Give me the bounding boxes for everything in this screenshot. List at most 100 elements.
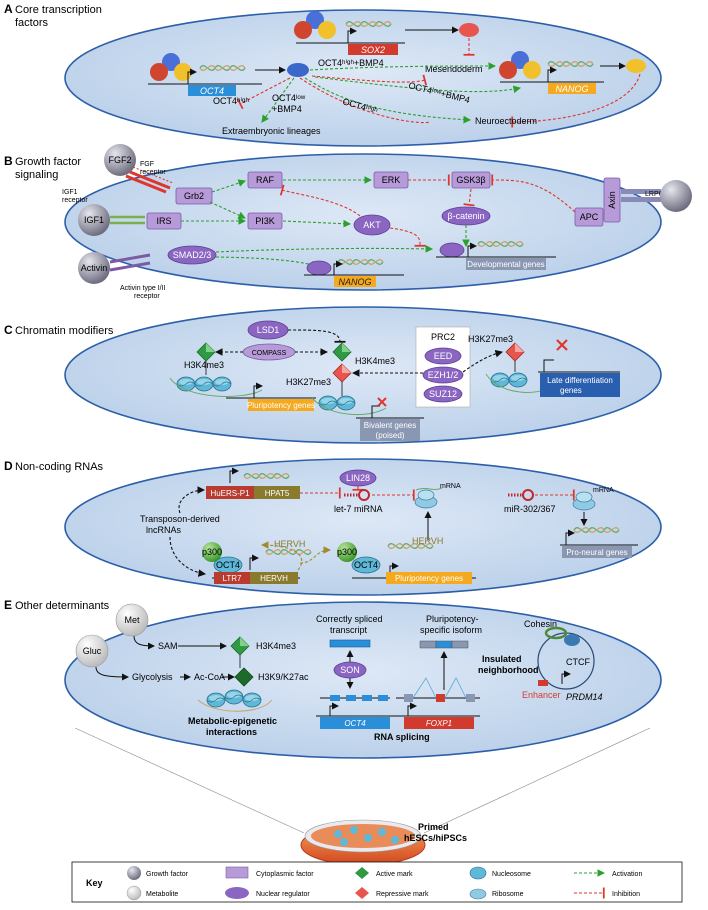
oct4-high-bmp4: OCT4ʰⁱᵍʰ+BMP4 <box>318 58 384 68</box>
cohesin-ring <box>544 626 568 640</box>
sox2-label: SOX2 <box>361 45 385 55</box>
section-a-title-2: factors <box>15 17 49 29</box>
fgf-receptor-label-1: FGF <box>140 161 154 168</box>
transposon-label-1: Transposon-derived <box>140 514 220 524</box>
pluri-iso-label-2: specific isoform <box>420 625 482 635</box>
lsd1-node: LSD1 <box>257 325 280 335</box>
key-inhibition: Inhibition <box>612 891 640 898</box>
insulated-label-2: neighborhood <box>478 665 539 675</box>
ezh-node: EZH1/2 <box>428 370 459 380</box>
p300-a-label: p300 <box>202 547 222 557</box>
cell-a <box>64 9 662 147</box>
developmental-genes-label: Developmental genes <box>467 260 544 269</box>
dish-label-1: Primed <box>418 822 449 832</box>
igf1-label: IGF1 <box>84 215 104 225</box>
section-d-title: Non-coding RNAs <box>15 461 104 473</box>
h3k27me3-label-b: H3K27me3 <box>468 334 513 344</box>
legend: Key Growth factor Metabolite Cytoplasmic… <box>71 861 683 903</box>
suz12-node: SUZ12 <box>429 389 457 399</box>
accoa-label: Ac-CoA <box>194 672 225 682</box>
oct4-low-bmp4-b2: +BMP4 <box>272 104 302 114</box>
fgf2-label: FGF2 <box>108 155 131 165</box>
neuroectoderm-label: Neuroectoderm <box>475 116 537 126</box>
met-label: Met <box>124 615 140 625</box>
gluc-label: Gluc <box>83 646 102 656</box>
pluripotency-genes-label: Pluripotency genes <box>247 401 315 410</box>
rna-splicing-label: RNA splicing <box>374 732 430 742</box>
bivalent-label-2: (poised) <box>376 431 405 440</box>
wnt-ligand <box>660 180 692 212</box>
enhancer-label: Enhancer <box>522 690 561 700</box>
prdm14-label: PRDM14 <box>566 692 603 702</box>
glycolysis-label: Glycolysis <box>132 672 173 682</box>
lin28-node: LIN28 <box>346 473 370 483</box>
sox2-gene: SOX2 <box>294 11 479 56</box>
mrna-label-1: mRNA <box>440 483 461 490</box>
h3k4me3-label-b: H3K4me3 <box>355 356 395 366</box>
section-e-letter: E <box>4 598 12 612</box>
metabolic-label-1: Metabolic-epigenetic <box>188 716 277 726</box>
pluripotency-d-label: Pluripotency genes <box>395 574 463 583</box>
prc2-label: PRC2 <box>431 332 455 342</box>
insulated-label-1: Insulated <box>482 654 522 664</box>
h3k4me3-e-label: H3K4me3 <box>256 641 296 651</box>
mir302-label: miR-302/367 <box>504 504 556 514</box>
correct-label-2: transcript <box>330 625 368 635</box>
ctcf-label: CTCF <box>566 657 590 667</box>
key-repressive-mark: Repressive mark <box>376 891 429 898</box>
section-e: E Other determinants Met Gluc SAM Glycol… <box>4 598 662 759</box>
section-b: B Growth factor signaling FGF2 FGF recep… <box>4 144 692 300</box>
hervh-a-label: HERVH <box>260 574 288 583</box>
fgf-receptor-label-2: receptor <box>140 169 166 176</box>
p300-b <box>337 542 357 562</box>
transposon-label-2: lncRNAs <box>146 525 182 535</box>
mesendoderm-label: Mesendoderm <box>425 64 483 74</box>
igf1-receptor-label-1: IGF1 <box>62 189 78 196</box>
late-diff-label-1: Late differentiation <box>547 376 613 385</box>
section-a: A Core transcription factors SOX2 Mesend… <box>4 2 662 147</box>
nanog-label: NANOG <box>555 84 588 94</box>
oct4-e-label: OCT4 <box>344 719 366 728</box>
igf1-ligand <box>78 204 110 236</box>
huers-label: HuERS-P1 <box>210 489 250 498</box>
key-ribosome: Ribosome <box>492 891 524 898</box>
late-diff-label-2: genes <box>560 386 582 395</box>
h3k4me3-label-a: H3K4me3 <box>184 360 224 370</box>
cell-e <box>64 601 662 759</box>
section-c: C Chromatin modifiers LSD1 COMPASS H3K4m… <box>4 306 662 444</box>
key-title: Key <box>86 878 103 888</box>
eed-node: EED <box>434 351 453 361</box>
p300-a <box>202 542 222 562</box>
pluri-iso-label-1: Pluripotency- <box>426 614 479 624</box>
nanog-target-label: NANOG <box>338 277 371 287</box>
correct-label-1: Correctly spliced <box>316 614 383 624</box>
sam-label: SAM <box>158 641 178 651</box>
smad-node: SMAD2/3 <box>173 250 212 260</box>
son-node: SON <box>340 665 360 675</box>
let7-label: let-7 miRNA <box>334 504 383 514</box>
hervh-c-label: HERVH <box>412 536 443 546</box>
section-a-letter: A <box>4 2 13 16</box>
key-cytoplasmic: Cytoplasmic factor <box>256 871 314 878</box>
cohesin-label: Cohesin <box>524 619 557 629</box>
apc-node: APC <box>580 212 599 222</box>
section-c-title: Chromatin modifiers <box>15 325 114 337</box>
oct4-low-bmp4-b1: OCT4ˡᵒʷ <box>272 93 306 103</box>
section-b-title-1: Growth factor <box>15 156 81 168</box>
ctcf-node <box>564 634 580 646</box>
ltr7-label: LTR7 <box>223 574 243 583</box>
section-c-letter: C <box>4 323 13 337</box>
key-nucleosome: Nucleosome <box>492 871 531 878</box>
section-a-title-1: Core transcription <box>15 4 102 16</box>
pi3k-node: PI3K <box>255 216 275 226</box>
gluc-metabolite <box>75 634 109 668</box>
metabolic-label-2: interactions <box>206 727 257 737</box>
oct4-label: OCT4 <box>200 86 224 96</box>
section-d-letter: D <box>4 459 13 473</box>
dish-label-2: hESCs/hiPSCs <box>404 833 467 843</box>
nanog-gene: NANOG <box>499 51 646 94</box>
hpat5-label: HPAT5 <box>265 489 290 498</box>
section-b-letter: B <box>4 154 13 168</box>
igf1-receptor: IGF1 IGF1 receptor <box>62 189 145 236</box>
